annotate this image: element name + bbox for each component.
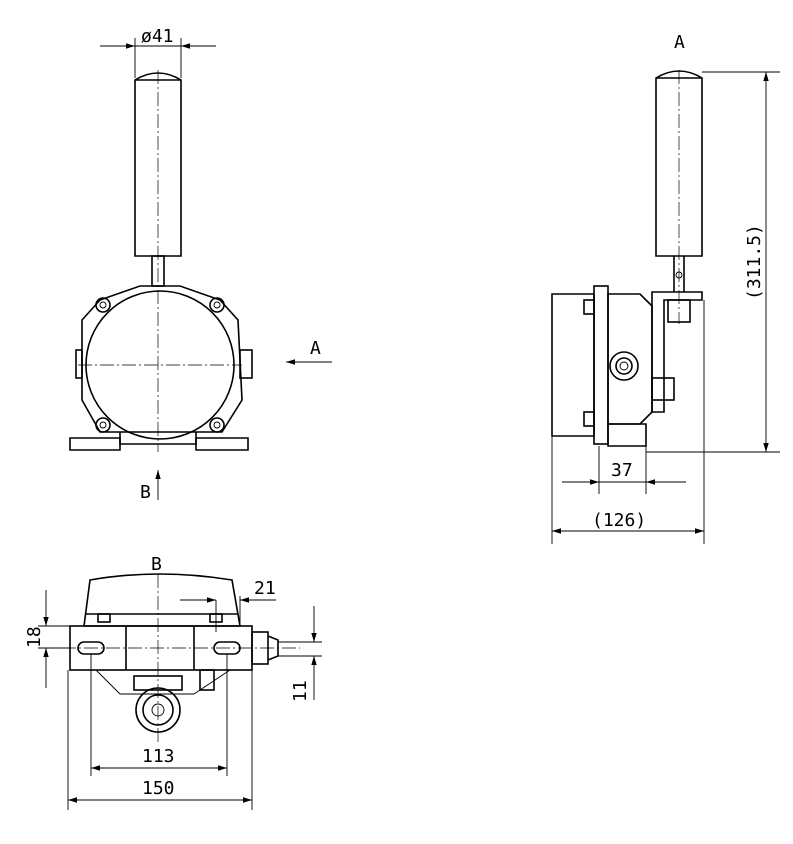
dim-11: 11: [290, 680, 311, 702]
view-b-arrow-label: B: [140, 482, 151, 503]
front-foot-right: [195, 437, 249, 451]
front-gland: [239, 349, 253, 379]
dim-diameter-41: ø41: [141, 26, 174, 47]
side-nut-top: [667, 299, 691, 323]
dim-150: 150: [142, 778, 175, 799]
dim-21: 21: [254, 578, 276, 599]
side-bracket: [651, 291, 703, 413]
view-a-title: A: [674, 32, 685, 53]
dim-37: 37: [611, 460, 633, 481]
side-gland: [609, 351, 639, 381]
dim-126: (126): [592, 510, 646, 531]
dim-18: 18: [24, 626, 45, 648]
side-housing-front: [607, 293, 653, 425]
side-nut-bottom: [651, 377, 675, 401]
dim-113: 113: [142, 746, 175, 767]
side-flange: [593, 285, 609, 445]
bottom-view-b: B 21 18: [24, 554, 322, 810]
front-foot-left: [69, 437, 121, 451]
side-housing-back: [551, 293, 595, 437]
front-handle: [134, 72, 182, 257]
front-bolts: [95, 297, 225, 433]
bottom-housing: [83, 573, 241, 627]
front-view: ø41 A B: [69, 26, 332, 503]
dim-height-311-5: (311.5): [744, 224, 765, 300]
view-a-arrow-label: A: [310, 338, 321, 359]
side-view-a: A (311.5) 37: [551, 32, 780, 544]
view-b-title: B: [151, 554, 162, 575]
side-handle: [655, 70, 703, 257]
